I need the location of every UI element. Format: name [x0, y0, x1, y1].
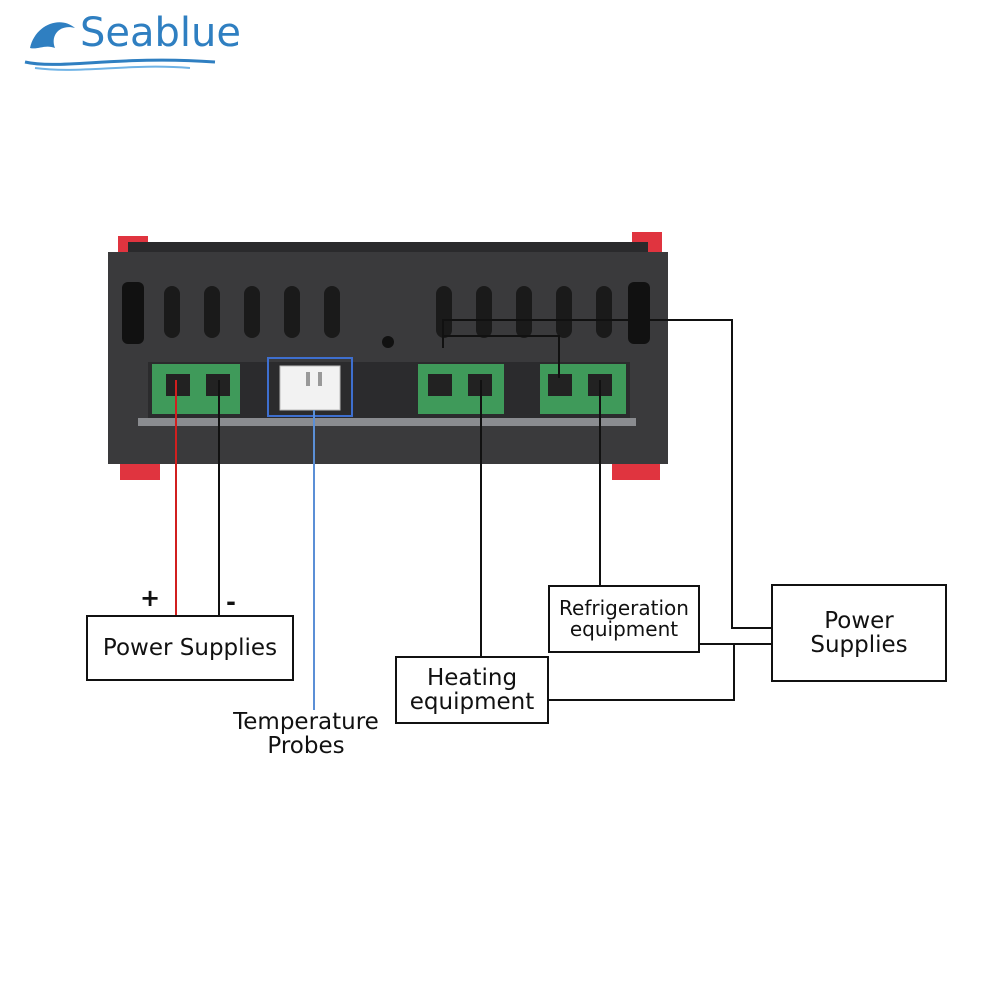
wires: [175, 319, 772, 710]
heating-equipment-box: Heating equipment: [395, 656, 549, 724]
power-supplies-right-line2: Supplies: [810, 632, 908, 658]
temperature-probes-label: Temperature Probes: [206, 710, 406, 758]
wire-common-feed: [442, 319, 772, 629]
power-supplies-right-box: Power Supplies: [771, 584, 947, 682]
heating-label-line2: equipment: [409, 689, 535, 715]
heating-label-line1: Heating: [426, 664, 518, 691]
brand-name: Seablue: [80, 10, 241, 56]
plus-label: +: [140, 584, 161, 612]
power-supplies-left-label: Power Supplies: [102, 634, 278, 661]
brand-logo-wave: [24, 22, 216, 71]
thermostat-device: [108, 232, 668, 480]
wire-relay-bridge: [443, 335, 560, 378]
device-housing: [108, 252, 668, 464]
probe-label-line1: Temperature: [233, 709, 379, 735]
power-supplies-left-box: Power Supplies: [86, 615, 294, 681]
refrigeration-label-line1: Refrigeration: [559, 596, 689, 620]
mounting-hole: [382, 336, 394, 348]
power-supplies-right-line1: Power: [824, 607, 894, 634]
probe-label-line2: Probes: [267, 733, 345, 760]
probe-connector-highlight: [267, 357, 353, 417]
refrigeration-equipment-box: Refrigeration equipment: [548, 585, 700, 653]
minus-label: -: [226, 588, 236, 616]
wire-return: [548, 643, 772, 701]
refrigeration-label-line2: equipment: [569, 617, 679, 641]
